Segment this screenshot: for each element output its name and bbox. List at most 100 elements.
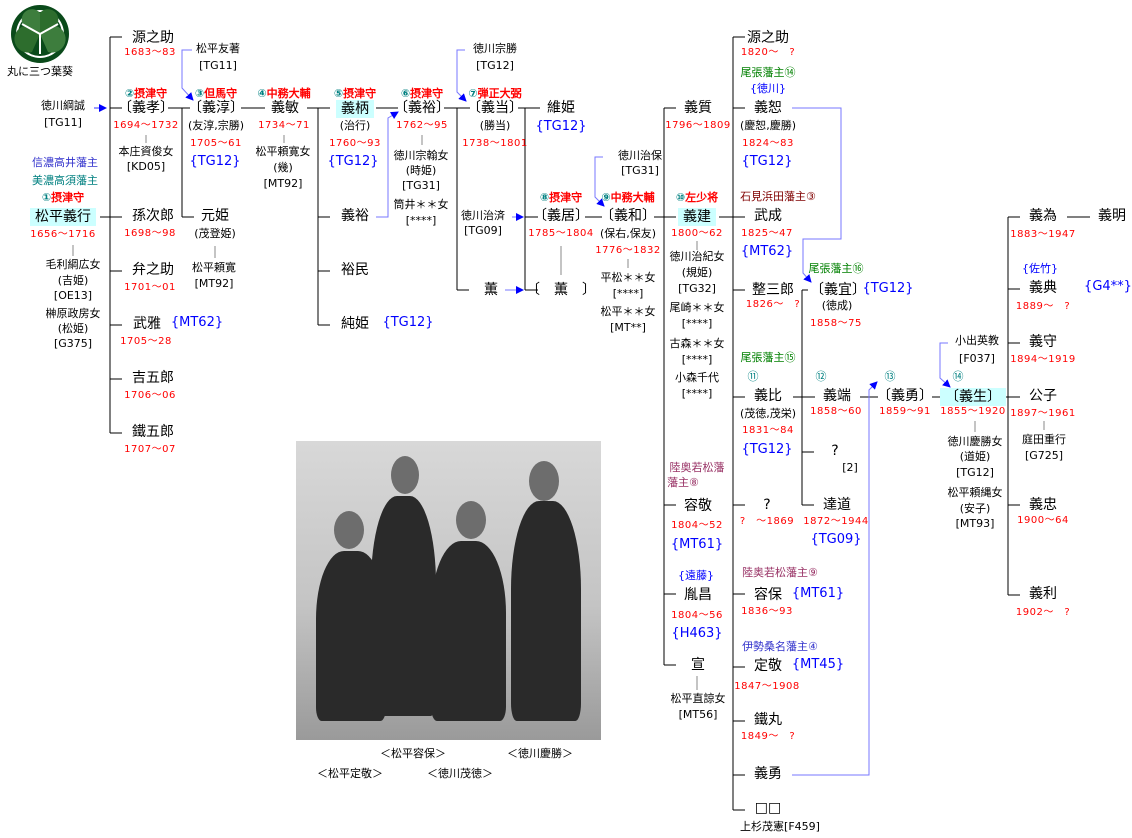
- dates: 1785～1804: [528, 228, 594, 239]
- dates: 1738～1801: [462, 138, 528, 149]
- dates: 1762～95: [396, 120, 448, 131]
- alias: (吉姫): [57, 274, 89, 287]
- person: 徳川宗勝: [473, 42, 517, 55]
- title-label: ①摂津守: [41, 191, 85, 205]
- alias: (道姫): [959, 450, 991, 463]
- spouse: 松平頼縄女: [947, 486, 1003, 499]
- dates: 1872～1944: [803, 516, 869, 527]
- person: 義典: [1029, 280, 1057, 296]
- code: [G725]: [1024, 449, 1064, 462]
- alias: (松姫): [57, 322, 89, 335]
- rank-number: ①: [41, 191, 52, 204]
- dates: 1858～60: [810, 406, 862, 417]
- person: 弁之助: [132, 262, 174, 278]
- code-link: {MT62}: [740, 244, 794, 259]
- code: [TG32]: [678, 282, 716, 295]
- code-link: {MT62}: [170, 315, 224, 330]
- dates: 1804～56: [671, 610, 723, 621]
- code: [G375]: [53, 337, 93, 350]
- spouse: 上杉茂憲[F459]: [740, 820, 820, 833]
- rank-number: ⑤: [333, 87, 344, 100]
- crest-icon: [10, 4, 70, 64]
- code: [TG12]: [956, 466, 994, 479]
- dates: 1707～07: [124, 444, 176, 455]
- code-link: {TG12}: [189, 154, 241, 169]
- dates: 1836～93: [741, 606, 793, 617]
- spouse: 松平直諒女: [670, 692, 726, 705]
- photo-caption: ＜松平容保＞: [380, 747, 446, 760]
- dates: 1760～93: [329, 138, 381, 149]
- code: [TG31]: [402, 179, 440, 192]
- alias: (徳成): [821, 299, 853, 312]
- code: [TG12]: [476, 59, 514, 72]
- alias: (勝当): [479, 119, 511, 132]
- person: ?: [831, 443, 839, 459]
- spouse: 徳川宗翰女: [393, 149, 449, 162]
- person: 達道: [823, 497, 851, 513]
- person: 義守: [1029, 334, 1057, 350]
- title-text: 但馬守: [204, 87, 238, 100]
- code: [F037]: [959, 352, 995, 365]
- code: [MT**]: [610, 321, 646, 334]
- person: 徳川治済: [461, 209, 505, 222]
- person: 武成: [754, 208, 782, 224]
- title-label: ④中務大輔: [257, 87, 310, 101]
- person: 義為: [1029, 208, 1057, 224]
- code: [OE13]: [53, 289, 93, 302]
- dates: 1820～ ?: [740, 47, 796, 58]
- domain-label: 信濃高井藩主: [32, 156, 98, 169]
- person-yoshiisa: 〔義勇〕: [877, 388, 933, 404]
- code: [TG09]: [464, 224, 502, 237]
- arrow-line: [594, 156, 605, 207]
- code-link: {TG12}: [741, 154, 793, 169]
- title-label: ⑤摂津守: [333, 87, 376, 101]
- person: 容敬: [684, 498, 712, 514]
- dates: 1694～1732: [113, 120, 179, 131]
- person-yoshiyuki: 松平義行: [30, 208, 96, 227]
- dates: 1894～1919: [1010, 354, 1076, 365]
- person: 源之助: [747, 30, 789, 46]
- person: 義裕: [341, 208, 369, 224]
- person: 薫: [484, 282, 498, 298]
- dates: 1776～1832: [595, 245, 661, 256]
- dates: 1831～84: [742, 425, 794, 436]
- person-yoshimasa: 〔義当〕: [467, 100, 523, 116]
- dates: 1796～1809: [665, 120, 731, 131]
- code-link: {H463}: [671, 626, 723, 641]
- code-link: {TG09}: [810, 532, 862, 547]
- rank: ⑪: [747, 370, 759, 383]
- dates: 1897～1961: [1010, 408, 1076, 419]
- code: [TG11]: [199, 59, 237, 72]
- rank-number: ⑩: [675, 191, 686, 204]
- person: 容保: [754, 587, 782, 603]
- arrow-line: [792, 381, 878, 776]
- domain-label: 尾張藩主⑭: [740, 66, 796, 79]
- dates: 1800～62: [671, 228, 723, 239]
- title-text: 摂津守: [51, 191, 85, 204]
- arrow-line: [456, 49, 467, 102]
- domain-label: 美濃高須藩主: [32, 174, 98, 187]
- alias: (茂徳,茂栄): [739, 407, 797, 420]
- person: 源之助: [132, 30, 174, 46]
- rank-number: ⑧: [539, 191, 550, 204]
- domain-label: 伊勢桑名藩主④: [742, 640, 818, 653]
- dates: 1701～01: [124, 282, 176, 293]
- spouse: 尾崎＊＊女: [669, 301, 725, 314]
- title-text: 摂津守: [549, 191, 583, 204]
- alias: (幾): [273, 161, 293, 174]
- code-link: {TG12}: [382, 315, 434, 330]
- spouse: 本庄資俊女: [118, 145, 174, 158]
- dates: 1889～ ?: [1015, 301, 1071, 312]
- person: 定敬: [754, 658, 782, 674]
- dates: ? ～1869: [739, 516, 795, 527]
- dates: 1849～ ?: [740, 731, 796, 742]
- person: 武雅: [133, 316, 161, 332]
- dates: 1855～1920: [940, 406, 1006, 417]
- family-link: {佐竹}: [1022, 262, 1058, 275]
- code: [MT92]: [194, 277, 234, 290]
- code: [****]: [405, 214, 437, 227]
- family-link: {徳川}: [750, 82, 786, 95]
- title-label: ⑦弾正大弼: [468, 87, 521, 101]
- arrow-line: [792, 107, 842, 283]
